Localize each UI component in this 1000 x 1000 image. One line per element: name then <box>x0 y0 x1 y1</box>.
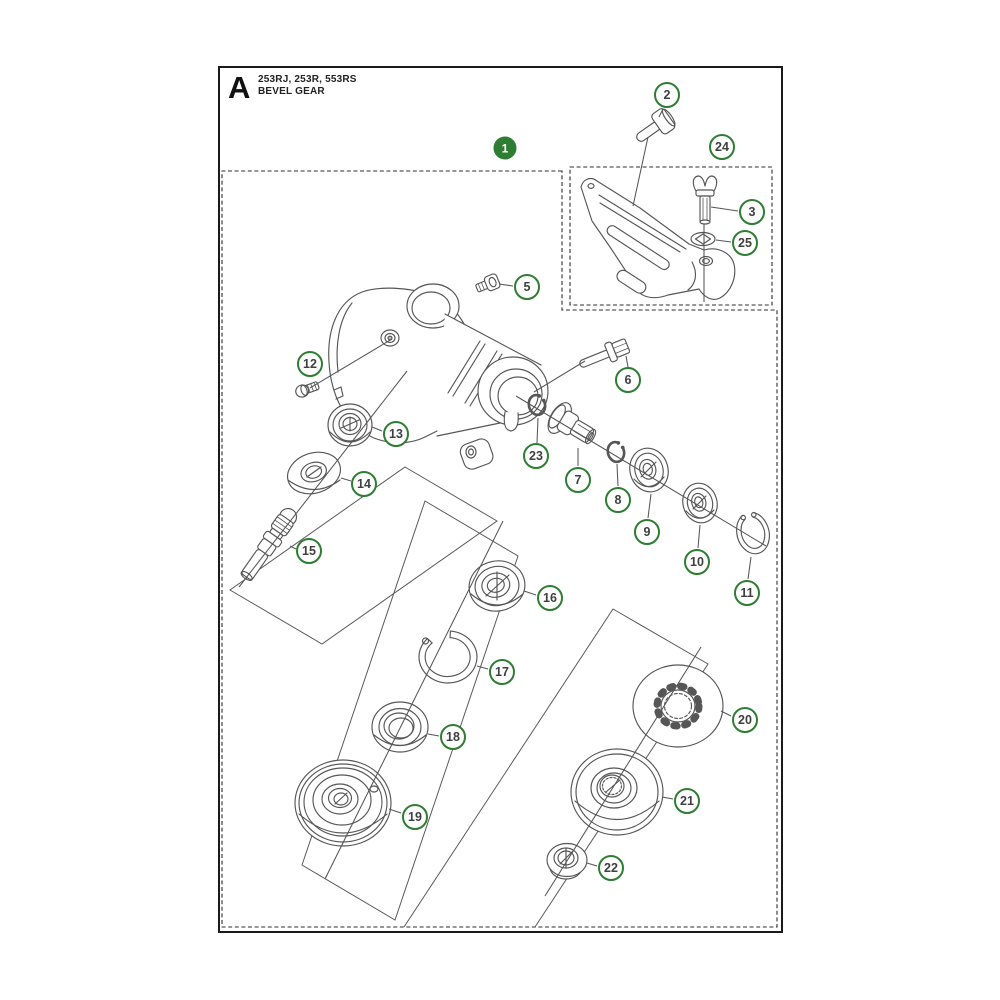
part-drawing-pinion-shaft-7 <box>547 402 597 445</box>
callout-16[interactable]: 16 <box>537 585 563 611</box>
section-letter: A <box>228 70 251 105</box>
part-drawing-input-shaft-15 <box>240 507 298 582</box>
bolt2-leader-line <box>632 136 649 207</box>
callout-18[interactable]: 18 <box>440 724 466 750</box>
part-drawing-support-flange-21 <box>570 748 664 836</box>
gear-set-outline-box <box>229 466 498 645</box>
part-drawing-guard-bolt-2 <box>636 108 676 142</box>
callout-21[interactable]: 21 <box>674 788 700 814</box>
callout-15[interactable]: 15 <box>296 538 322 564</box>
callout-6[interactable]: 6 <box>615 367 641 393</box>
part-drawing-bevel-gear-14 <box>287 451 341 495</box>
part-drawing-snap-ring-17 <box>418 630 478 684</box>
part-drawing-toothed-disc-20 <box>632 664 724 748</box>
part-drawing-guard-bracket <box>580 178 736 300</box>
callout-22[interactable]: 22 <box>598 855 624 881</box>
callout-10[interactable]: 10 <box>684 549 710 575</box>
output-parts-outline-box <box>301 500 519 921</box>
callout-24[interactable]: 24 <box>709 134 735 160</box>
callout-9[interactable]: 9 <box>634 519 660 545</box>
callout-7[interactable]: 7 <box>565 467 591 493</box>
callout-2[interactable]: 2 <box>654 82 680 108</box>
part-drawing-plug-screw-5 <box>475 273 501 293</box>
callout-11[interactable]: 11 <box>734 580 760 606</box>
part-drawings <box>240 108 770 880</box>
output-axis-line <box>324 520 504 880</box>
main-shaft-axis-line <box>515 395 767 547</box>
callout-23[interactable]: 23 <box>523 443 549 469</box>
callout-leader-lines <box>289 108 752 867</box>
main-assembly-dashed-box <box>221 170 778 928</box>
callout-3[interactable]: 3 <box>739 199 765 225</box>
gear-set-axis-line <box>238 370 408 588</box>
part-drawing-bearing-13 <box>327 403 373 447</box>
callout-1[interactable]: 1 <box>493 136 517 160</box>
bolt6-axis-line <box>533 360 586 393</box>
model-list: 253RJ, 253R, 553RS <box>258 74 357 85</box>
callout-14[interactable]: 14 <box>351 471 377 497</box>
callout-12[interactable]: 12 <box>297 351 323 377</box>
part-drawing-c-clip-8 <box>606 440 626 464</box>
page-title: BEVEL GEAR <box>258 85 325 97</box>
part-drawing-c-clip-23 <box>527 393 547 417</box>
callout-5[interactable]: 5 <box>514 274 540 300</box>
callout-8[interactable]: 8 <box>605 487 631 513</box>
part-drawing-bearing-16 <box>468 560 526 612</box>
assembly-boundary-boxes <box>221 166 778 928</box>
callout-19[interactable]: 19 <box>402 804 428 830</box>
callout-13[interactable]: 13 <box>383 421 409 447</box>
part-drawing-bearing-9 <box>629 447 669 493</box>
part-drawing-screw-12 <box>295 381 320 398</box>
axis-and-leader-lines <box>238 108 767 897</box>
part-drawing-clamp-bolt-6 <box>579 338 631 368</box>
callout-20[interactable]: 20 <box>732 707 758 733</box>
callout-17[interactable]: 17 <box>489 659 515 685</box>
part-drawing-drum-19 <box>294 759 392 847</box>
blade-parts-axis-line <box>544 646 702 897</box>
callout-25[interactable]: 25 <box>732 230 758 256</box>
part-drawing-bearing-10 <box>682 482 718 524</box>
part-drawing-gear-housing <box>328 283 557 470</box>
guard-subassembly-dashed-box <box>569 166 773 306</box>
part-drawing-snap-ring-11 <box>736 511 770 555</box>
page-header: 253RJ, 253R, 553RS BEVEL GEAR <box>258 74 357 97</box>
part-drawing-wing-bolt-3 <box>692 175 718 225</box>
part-drawing-washer-25 <box>690 231 716 247</box>
